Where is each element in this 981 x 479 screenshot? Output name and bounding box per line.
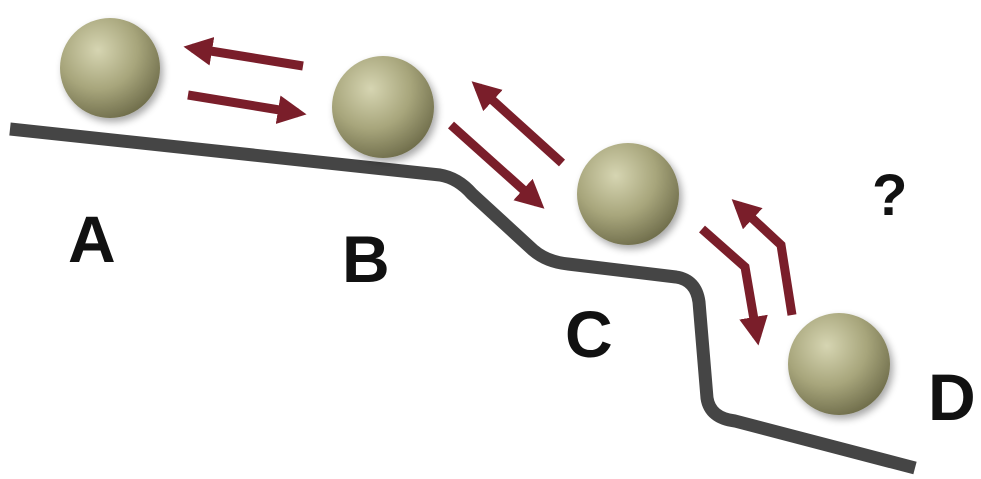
arrow-b-to-c (447, 121, 545, 209)
label-a: A (68, 202, 116, 276)
ball-a (60, 18, 160, 118)
arrow-d-to-c (731, 199, 797, 316)
label-d: D (928, 360, 976, 434)
arrow-b-to-a (183, 37, 304, 71)
ball-b (332, 56, 434, 158)
arrow-c-to-b (471, 81, 566, 167)
label-c: C (565, 297, 613, 371)
label-b: B (342, 222, 390, 296)
ball-d (788, 313, 890, 415)
question-mark: ? (872, 163, 907, 228)
arrow-a-to-b (187, 90, 307, 124)
arrow-c-to-d (699, 225, 768, 346)
ground-track (9, 122, 917, 475)
ball-c (577, 143, 679, 245)
